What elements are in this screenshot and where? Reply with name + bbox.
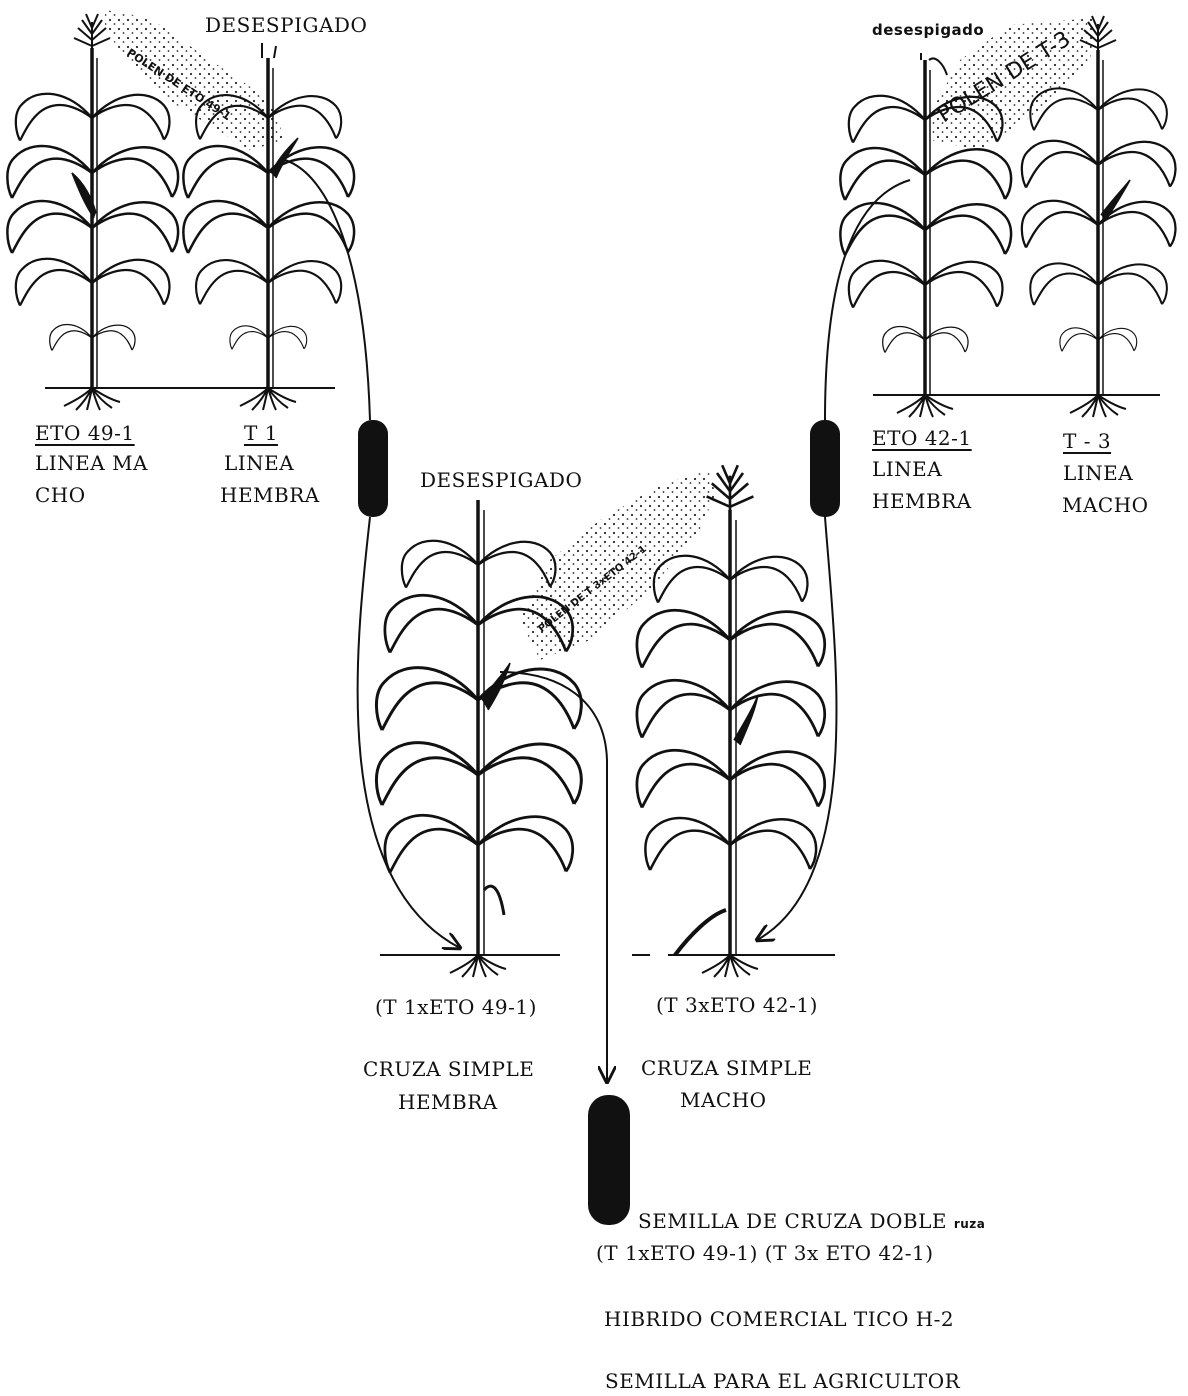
cross-formula-male: (T 3xETO 42-1) [656,990,818,1020]
double-cross-seed-text: SEMILLA DE CRUZA DOBLE [638,1209,947,1233]
line-role-t-1-1: LINEA [224,448,294,478]
line-name-t-3: T - 3 [1063,426,1111,456]
double-cross-seed-label: SEMILLA DE CRUZA DOBLE ruza [638,1206,985,1239]
line-role-eto-49-1-1: LINEA MA [35,448,148,478]
hybrid-name: HIBRIDO COMERCIAL TICO H-2 [604,1304,954,1334]
double-cross-formula: (T 1xETO 49-1) (T 3x ETO 42-1) [596,1238,934,1268]
line-name-t-1: T 1 [244,418,278,448]
line-role-t-3-2: MACHO [1062,490,1149,520]
seed-single-cross-female [358,420,388,517]
cross-formula-female: (T 1xETO 49-1) [375,992,537,1022]
line-role-eto-49-1-2: CHO [35,480,86,510]
seed-single-cross-male [810,420,840,517]
arrow-t1-to-seed [285,160,370,420]
cross-label-male-2: MACHO [680,1085,767,1115]
detasseled-label-top-right: desespigado [872,15,984,45]
arrow-seed-to-male-cross [757,517,836,940]
line-role-eto-42-1-1: LINEA [872,454,942,484]
line-name-eto-49-1: ETO 49-1 [35,418,135,448]
line-role-t-3-1: LINEA [1063,458,1133,488]
detasseled-label-middle: DESESPIGADO [420,465,582,495]
cross-label-female-2: HEMBRA [398,1087,498,1117]
detasseled-label-top-left: DESESPIGADO [205,10,367,40]
farmer-seed-label: SEMILLA PARA EL AGRICULTOR [605,1366,960,1396]
seed-double-cross [588,1095,630,1225]
line-role-eto-42-1-2: HEMBRA [872,486,972,516]
double-cross-seed-suffix: ruza [954,1217,986,1231]
cross-label-male-1: CRUZA SIMPLE [641,1053,812,1083]
line-name-eto-42-1: ETO 42-1 [872,423,972,453]
line-role-t-1-2: HEMBRA [220,480,320,510]
cross-label-female-1: CRUZA SIMPLE [363,1054,534,1084]
